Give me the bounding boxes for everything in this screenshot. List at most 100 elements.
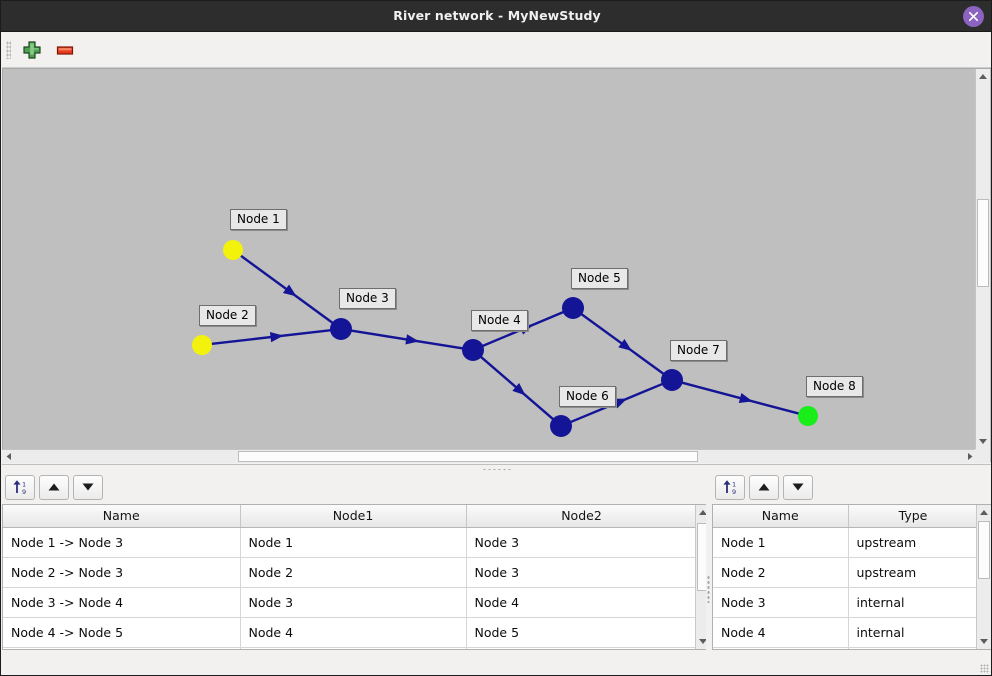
canvas-vertical-scrollbar[interactable] [975,69,990,449]
table-cell[interactable]: Node 1 -> Node 3 [3,527,241,558]
canvas-hscroll-thumb[interactable] [238,451,698,462]
network-node[interactable] [798,406,818,426]
table-cell[interactable]: internal [848,617,979,648]
table-cell[interactable]: Node 2 -> Node 3 [3,557,241,588]
node-label[interactable]: Node 6 [559,386,616,407]
svg-text:9: 9 [22,488,26,496]
table-cell-empty[interactable] [848,647,979,649]
node-label[interactable]: Node 2 [199,305,256,326]
network-diagram[interactable]: Node 1 Node 2 Node 3 Node 4 Node 5 Node 6 Node… [3,69,978,449]
table-cell[interactable]: Node 3 -> Node 4 [3,587,241,618]
table-cell[interactable]: upstream [848,557,979,588]
node-label[interactable]: Node 8 [806,376,863,397]
node-label[interactable]: Node 1 [230,209,287,230]
table-cell[interactable]: Node 2 [240,557,467,588]
close-icon[interactable] [963,6,984,27]
column-header-name[interactable]: Name [713,505,849,528]
scroll-down-icon[interactable] [976,434,990,449]
vertical-splitter-grip [707,574,710,603]
reach-row-empty[interactable] [3,647,698,649]
svg-text:1: 1 [22,481,26,489]
table-cell-empty[interactable] [3,647,241,649]
toolbar [2,32,991,68]
column-header-node1[interactable]: Node1 [240,505,467,528]
edge-arrow-icon [738,392,753,404]
reaches-sort-button[interactable]: 1 9 [5,475,35,500]
table-cell-empty[interactable] [466,647,698,649]
table-cell[interactable]: Node 1 [713,527,849,558]
edge-arrow-icon [512,382,526,396]
scroll-right-icon[interactable] [963,450,977,463]
toolbar-grip[interactable] [6,41,11,59]
add-node-icon[interactable] [21,40,43,60]
scroll-up-icon[interactable] [976,69,990,84]
edge-arrow-icon [618,338,632,351]
edge-arrow-icon [405,334,420,345]
column-header-type[interactable]: Type [848,505,979,528]
canvas-horizontal-scrollbar[interactable] [2,449,977,463]
nodes-table-scrollbar[interactable] [976,505,991,649]
network-node[interactable] [462,339,484,361]
table-cell-empty[interactable] [240,647,467,649]
network-node[interactable] [562,297,584,319]
table-cell[interactable]: Node 4 -> Node 5 [3,617,241,648]
network-node[interactable] [330,318,352,340]
horizontal-splitter[interactable] [2,464,991,473]
node-label[interactable]: Node 7 [670,340,727,361]
nodes-move-down-button[interactable] [783,475,813,500]
table-cell[interactable]: Node 4 [713,617,849,648]
nodes-scroll-thumb[interactable] [978,521,990,579]
edge-arrow-icon [613,398,628,409]
scroll-up-icon[interactable] [977,505,991,520]
table-cell-empty[interactable] [713,647,849,649]
table-cell[interactable]: Node 3 [466,527,698,558]
column-header-node2[interactable]: Node2 [466,505,698,528]
reaches-move-up-button[interactable] [39,475,69,500]
table-cell[interactable]: Node 3 [240,587,467,618]
network-node[interactable] [223,240,243,260]
nodes-sort-button[interactable]: 1 9 [715,475,745,500]
table-cell[interactable]: internal [848,587,979,618]
network-canvas[interactable]: Node 1 Node 2 Node 3 Node 4 Node 5 Node 6 Node… [2,68,991,462]
column-header-name[interactable]: Name [3,505,241,528]
scroll-left-icon[interactable] [2,450,16,463]
vertical-splitter[interactable] [706,501,712,675]
node-row-empty[interactable] [713,647,979,649]
node-label[interactable]: Node 3 [339,288,396,309]
scroll-up-icon[interactable] [696,505,710,520]
table-cell[interactable]: Node 3 [713,587,849,618]
svg-text:9: 9 [732,488,736,496]
network-node[interactable] [661,369,683,391]
table-cell[interactable]: Node 1 [240,527,467,558]
node-label[interactable]: Node 5 [571,268,628,289]
table-cell[interactable]: upstream [848,527,979,558]
table-cell[interactable]: Node 4 [240,617,467,648]
scroll-down-icon[interactable] [977,634,991,649]
window-resize-grip[interactable] [980,664,989,673]
edge-arrow-icon [269,331,284,343]
network-node[interactable] [550,415,572,437]
table-cell[interactable]: Node 5 [466,617,698,648]
reaches-move-down-button[interactable] [73,475,103,500]
nodes-move-up-button[interactable] [749,475,779,500]
table-cell[interactable]: Node 3 [466,557,698,588]
scroll-down-icon[interactable] [696,634,710,649]
table-cell[interactable]: Node 4 [466,587,698,618]
node-label[interactable]: Node 4 [471,310,528,331]
canvas-vscroll-thumb[interactable] [977,199,989,287]
network-node[interactable] [192,335,212,355]
table-cell[interactable]: Node 2 [713,557,849,588]
delete-node-icon[interactable] [54,40,76,60]
